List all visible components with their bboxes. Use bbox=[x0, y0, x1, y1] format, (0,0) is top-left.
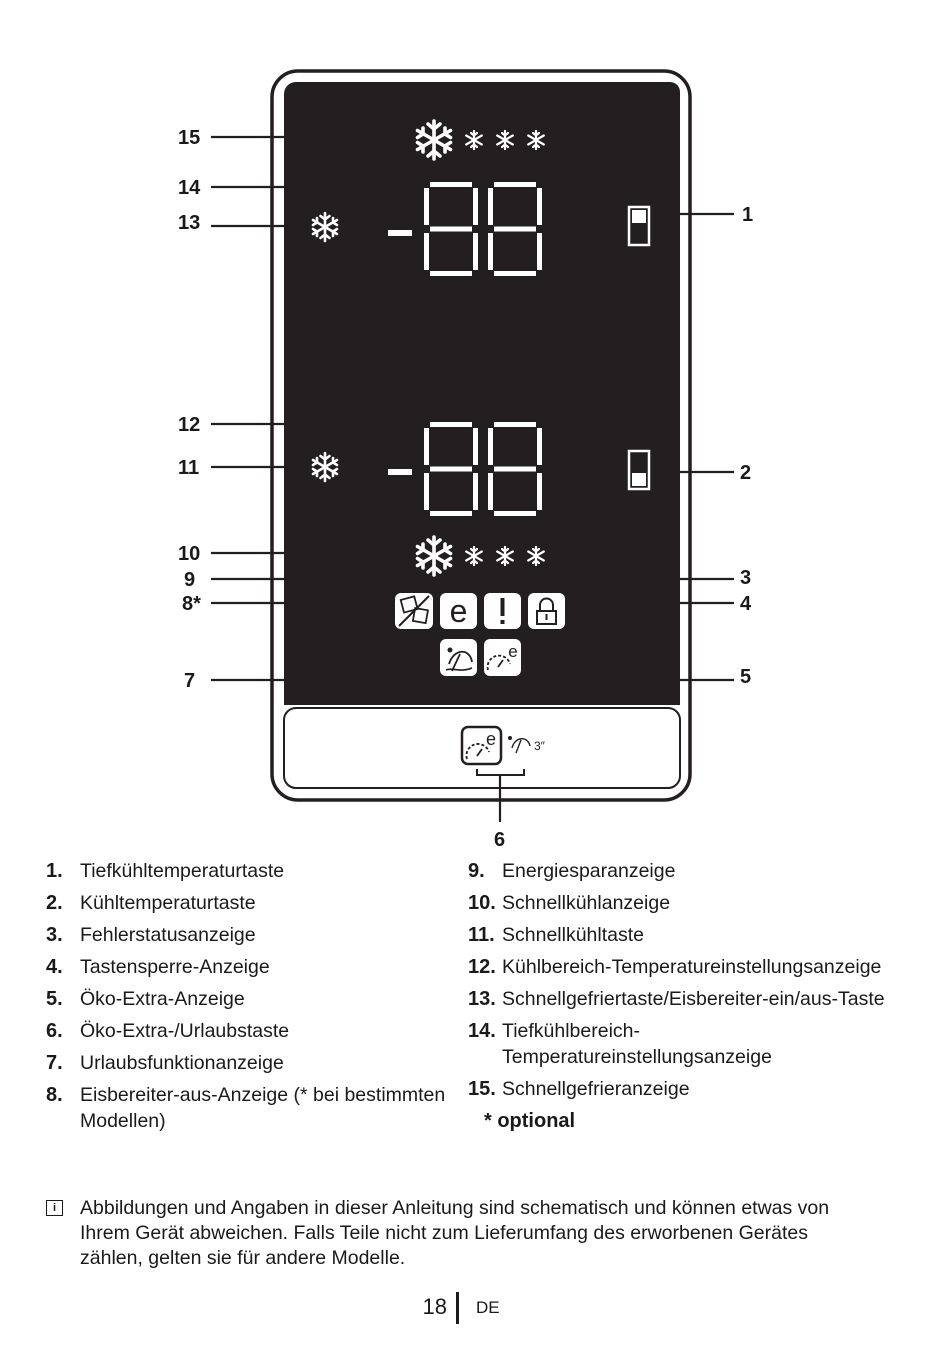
legend-item: 5.Öko-Extra-Anzeige bbox=[46, 988, 245, 1010]
callout-8: 8* bbox=[182, 593, 201, 615]
callout-10: 10 bbox=[178, 543, 200, 565]
eco-extra-icon: e bbox=[484, 639, 521, 676]
callout-1: 1 bbox=[742, 204, 753, 226]
callout-15: 15 bbox=[178, 127, 200, 149]
callout-4: 4 bbox=[740, 593, 752, 615]
error-status-icon bbox=[484, 593, 521, 629]
freezer-temperature-button[interactable] bbox=[627, 205, 651, 247]
callout-2: 2 bbox=[740, 462, 751, 484]
legend-item: 13.Schnellgefriertaste/Eisbereiter-ein/a… bbox=[468, 988, 885, 1010]
callout-12: 12 bbox=[178, 414, 200, 436]
callout-11: 11 bbox=[178, 457, 199, 479]
display-panel bbox=[284, 82, 680, 705]
page-footer: 18 DE bbox=[0, 1290, 950, 1326]
language-code: DE bbox=[476, 1298, 500, 1317]
legend-list-left: 1.Tiefkühltemperaturtaste 2.Kühltemperat… bbox=[46, 858, 446, 1140]
svg-text:3″: 3″ bbox=[534, 739, 546, 753]
legend-item: 10.Schnellkühlanzeige bbox=[468, 892, 671, 914]
legend-item: 3.Fehlerstatusanzeige bbox=[46, 924, 256, 946]
info-note: i Abbildungen und Angaben in dieser Anle… bbox=[46, 1196, 876, 1271]
legend-item: 15.Schnellgefrieranzeige bbox=[468, 1078, 690, 1100]
page-number: 18 bbox=[422, 1294, 447, 1319]
optional-note: * optional bbox=[484, 1110, 576, 1132]
callout-3: 3 bbox=[740, 567, 751, 589]
legend-list-right: 9.Energiesparanzeige 10.Schnellkühlanzei… bbox=[468, 858, 888, 1134]
callout-13: 13 bbox=[178, 212, 200, 234]
callout-6: 6 bbox=[494, 829, 505, 851]
legend-item: 4.Tastensperre-Anzeige bbox=[46, 956, 270, 978]
fridge-temperature-display bbox=[388, 422, 542, 516]
fridge-temperature-button[interactable] bbox=[627, 449, 651, 491]
legend-item: 8.Eisbereiter-aus-Anzeige (* bei bestimm… bbox=[46, 1084, 446, 1132]
legend-item: 7.Urlaubsfunktionanzeige bbox=[46, 1052, 284, 1074]
key-lock-icon bbox=[528, 593, 565, 629]
info-note-text: Abbildungen und Angaben in dieser Anleit… bbox=[80, 1197, 830, 1269]
svg-text:e: e bbox=[486, 729, 496, 749]
callout-9: 9 bbox=[184, 569, 195, 591]
icemaker-off-icon bbox=[395, 593, 433, 629]
legend-item: 12.Kühlbereich-Temperatureinstellungsanz… bbox=[468, 956, 882, 978]
callout-lines bbox=[211, 135, 734, 682]
legend-item: 2.Kühltemperaturtaste bbox=[46, 892, 256, 914]
callout-14: 14 bbox=[178, 177, 201, 199]
legend-item: 6.Öko-Extra-/Urlaubstaste bbox=[46, 1020, 290, 1042]
energy-saving-icon: e bbox=[440, 593, 477, 629]
footer-separator bbox=[456, 1292, 459, 1324]
legend-item: 11.Schnellkühltaste bbox=[468, 924, 645, 946]
control-panel-diagram: e e e 3″ bbox=[178, 69, 753, 851]
freezer-temperature-display bbox=[388, 182, 542, 276]
callout-7: 7 bbox=[184, 670, 195, 692]
eco-extra-vacation-button[interactable]: e 3″ bbox=[460, 725, 546, 822]
legend-item: 9.Energiesparanzeige bbox=[468, 860, 676, 882]
vacation-icon bbox=[440, 639, 477, 676]
legend-item: 1.Tiefkühltemperaturtaste bbox=[46, 860, 285, 882]
svg-text:e: e bbox=[508, 642, 517, 661]
svg-text:e: e bbox=[450, 593, 468, 629]
info-icon: i bbox=[46, 1200, 63, 1216]
callout-5: 5 bbox=[740, 666, 751, 688]
legend-item: 14.Tiefkühlbereich-Temperatureinstellung… bbox=[468, 1020, 772, 1068]
